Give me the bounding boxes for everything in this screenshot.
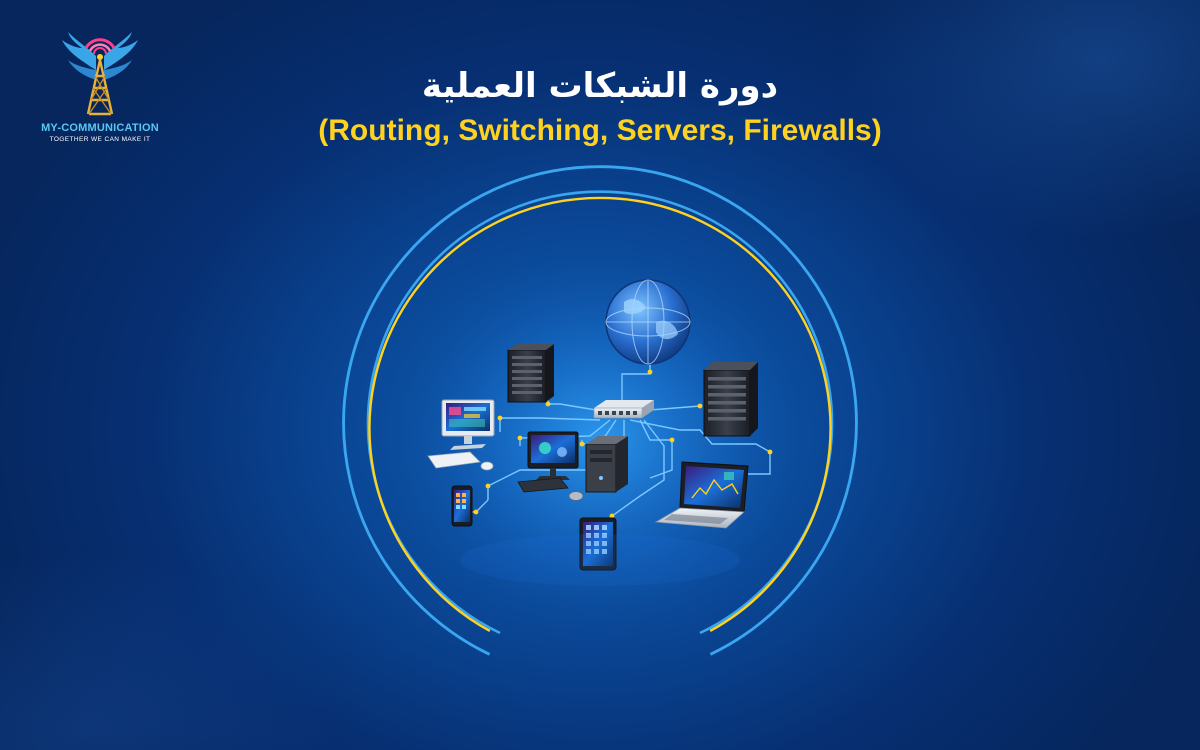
laptop-icon bbox=[654, 461, 749, 529]
page-title: دورة الشبكات العملية bbox=[421, 66, 779, 106]
desktop-monitor-icon bbox=[441, 399, 495, 450]
brand-logo: MY-COMMUNICATION TOGETHER WE CAN MAKE IT bbox=[30, 30, 170, 150]
tablet-icon bbox=[579, 517, 617, 571]
server-tower-icon bbox=[507, 344, 554, 403]
server-tower-icon bbox=[703, 362, 758, 437]
smartphone-icon bbox=[451, 485, 473, 527]
globe-icon bbox=[605, 279, 691, 365]
network-switch-icon bbox=[593, 400, 654, 419]
keyboard-icon bbox=[427, 451, 481, 469]
keyboard-icon bbox=[517, 477, 569, 493]
page-subtitle: (Routing, Switching, Servers, Firewalls) bbox=[318, 114, 882, 147]
outer-ring-2 bbox=[342, 165, 858, 656]
mouse-icon bbox=[568, 491, 584, 501]
desktop-monitor-icon bbox=[527, 431, 579, 480]
pc-tower-icon bbox=[585, 436, 628, 493]
mouse-icon bbox=[480, 461, 494, 471]
yellow-ring bbox=[368, 196, 832, 633]
radio-tower-wings-icon bbox=[62, 32, 138, 116]
brand-tagline: TOGETHER WE CAN MAKE IT bbox=[49, 136, 151, 143]
brand-name: MY-COMMUNICATION bbox=[41, 122, 159, 134]
